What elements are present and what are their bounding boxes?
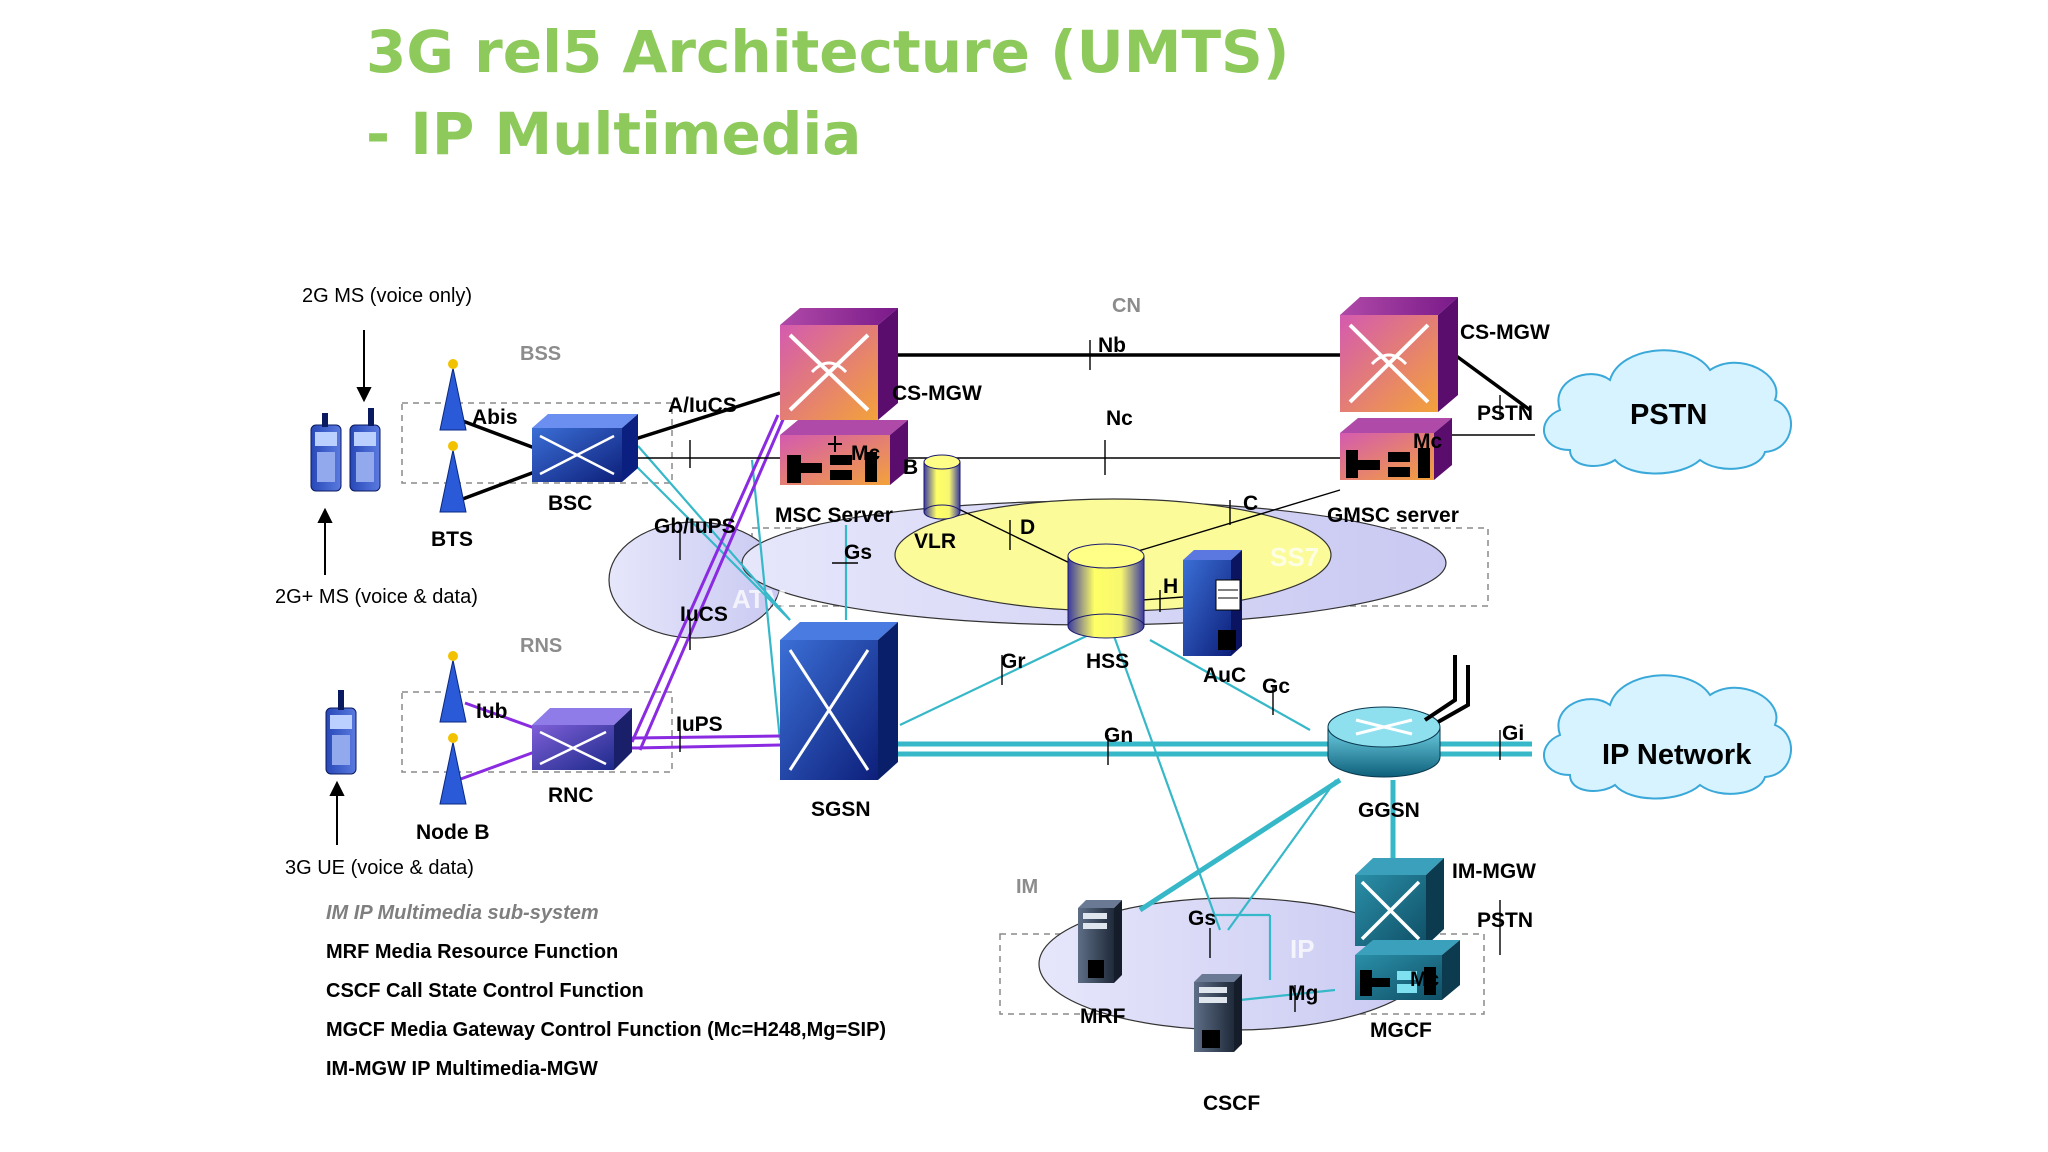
iub-interface-label: Iub: [476, 700, 508, 723]
antenna-tower-icon: [439, 359, 467, 431]
ip-network-label: IP Network: [1602, 739, 1752, 771]
im-mgw-icon: [1355, 858, 1444, 946]
mobile-phone-icon: [310, 413, 342, 492]
bss-group-box: [401, 402, 673, 484]
c-interface-label: C: [1243, 492, 1258, 515]
rns-label: RNS: [520, 635, 562, 657]
ip-network-cloud-icon: [1543, 674, 1792, 800]
msc-server-media-gateway-icon: [780, 420, 908, 485]
mc1-interface-label: Mc: [851, 442, 880, 465]
msc-label: MSC Server: [775, 504, 893, 527]
im-label: IM: [1016, 876, 1038, 898]
abis-interface-label: Abis: [472, 406, 518, 429]
legend-cscf: CSCF Call State Control Function: [326, 980, 644, 1002]
mc2-interface-label: Mc: [1413, 430, 1442, 453]
sgsn-label: SGSN: [811, 798, 871, 821]
gs1-interface-label: Gs: [844, 541, 872, 564]
mrf-server-icon: [1078, 900, 1122, 983]
purple-links: [457, 414, 787, 782]
bsc-label: BSC: [548, 492, 592, 515]
cs-mgw-icon: [1340, 297, 1458, 412]
mg-interface-label: Mg: [1288, 982, 1318, 1005]
slide-title-line2: - IP Multimedia: [366, 100, 862, 168]
cyan-links: [625, 445, 1337, 1002]
gn-interface-label: Gn: [1104, 724, 1133, 747]
iucs-interface-label: IuCS: [680, 603, 728, 626]
d-interface-label: D: [1020, 516, 1035, 539]
pstn-im-label: PSTN: [1477, 909, 1533, 932]
bsc-switch-icon: [532, 414, 638, 482]
interface-ticks: [679, 340, 1501, 1012]
pstn-interface-label: PSTN: [1477, 402, 1533, 425]
csmgw2-label: CS-MGW: [1460, 321, 1550, 344]
legend-mgcf: MGCF Media Gateway Control Function (Mc=…: [326, 1019, 887, 1041]
ue3g-caption: 3G UE (voice & data): [285, 857, 474, 879]
h-interface-label: H: [1163, 575, 1178, 598]
antenna-tower-icon: [439, 733, 467, 805]
legend-mrf: MRF Media Resource Function: [326, 941, 619, 963]
gbiups-interface-label: Gb/IuPS: [654, 515, 736, 538]
mobile-phone-icon: [325, 690, 357, 775]
hss-label: HSS: [1086, 650, 1129, 673]
mgcf-label: MGCF: [1370, 1019, 1432, 1042]
mgcf-media-gateway-icon: [1355, 940, 1460, 1000]
cs-mgw-icon: [780, 308, 898, 420]
arrow-up-icon: [317, 507, 333, 523]
mobile-phone-icon: [349, 408, 381, 492]
cscf-label: CSCF: [1203, 1092, 1260, 1115]
iups-interface-label: IuPS: [676, 713, 723, 736]
hss-database-icon: [1067, 543, 1145, 639]
gs2-interface-label: Gs: [1188, 907, 1216, 930]
rnc-label: RNC: [548, 784, 594, 807]
mc3-interface-label: Mc: [1410, 968, 1439, 991]
arrow-up-icon: [329, 780, 345, 796]
vlr-label: VLR: [914, 530, 956, 553]
vlr-database-icon: [923, 454, 961, 520]
cscf-server-icon: [1194, 974, 1242, 1052]
legend-im: IM IP Multimedia sub-system: [326, 902, 599, 924]
gr-interface-label: Gr: [1001, 650, 1026, 673]
pstn-cloud-label: PSTN: [1630, 399, 1707, 431]
rns-group-box: [401, 691, 673, 773]
nc-interface-label: Nc: [1106, 407, 1133, 430]
auc-label: AuC: [1203, 664, 1246, 687]
gi-interface-label: Gi: [1502, 722, 1524, 745]
antenna-tower-icon: [439, 651, 467, 723]
legend-im-mgw: IM-MGW IP Multimedia-MGW: [326, 1058, 598, 1080]
bss-label: BSS: [520, 343, 561, 365]
ms2g-caption: 2G MS (voice only): [302, 285, 472, 307]
gc-interface-label: Gc: [1262, 675, 1290, 698]
auc-server-icon: [1183, 550, 1242, 656]
ip-atm-label: IP/ATM: [1320, 639, 1406, 669]
rnc-switch-icon: [532, 708, 632, 770]
antenna-tower-icon: [439, 441, 467, 513]
arrow-down-icon: [356, 387, 372, 403]
bts-label: BTS: [431, 528, 473, 551]
gmsc-server-media-gateway-icon: [1340, 418, 1452, 480]
b-interface-label: B: [903, 456, 918, 479]
black-links: [459, 353, 1532, 502]
ip-label: IP: [1290, 934, 1315, 964]
ggsn-router-icon: [1327, 655, 1470, 778]
sgsn-switch-icon: [780, 622, 898, 780]
ms2gplus-caption: 2G+ MS (voice & data): [275, 586, 478, 608]
csmgw1-label: CS-MGW: [892, 382, 982, 405]
ss7-label: SS7: [1270, 542, 1319, 572]
pstn-cloud-icon: [1543, 349, 1792, 475]
cn-label: CN: [1112, 295, 1141, 317]
nb-interface-label: Nb: [1098, 334, 1126, 357]
slide-title-line1: 3G rel5 Architecture (UMTS): [366, 18, 1290, 86]
nodeb-label: Node B: [416, 821, 490, 844]
aiucs-interface-label: A/IuCS: [668, 394, 737, 417]
mrf-label: MRF: [1080, 1005, 1126, 1028]
immgw-label: IM-MGW: [1452, 860, 1536, 883]
ggsn-label: GGSN: [1358, 799, 1420, 822]
thick-cyan-links: [890, 741, 1532, 913]
arrows: [317, 330, 372, 845]
gmsc-label: GMSC server: [1327, 504, 1459, 527]
